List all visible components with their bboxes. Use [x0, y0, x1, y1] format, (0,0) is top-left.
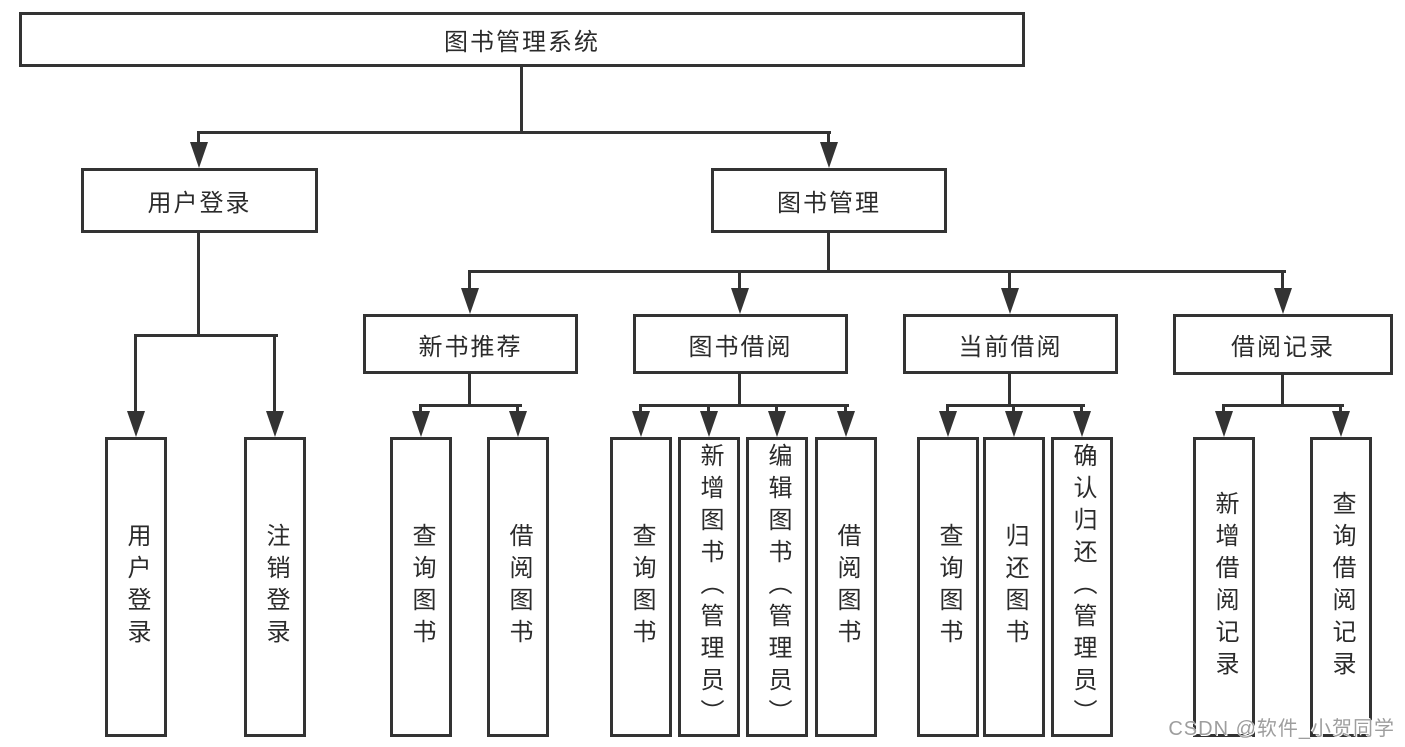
connector-line — [827, 233, 830, 272]
node-book-management: 图书管理 — [711, 168, 947, 233]
connector-line — [197, 233, 200, 336]
connector-line — [844, 404, 847, 413]
leaf-borrow-books-recommend: 借阅图书 — [487, 437, 549, 737]
arrow-down-icon — [731, 288, 749, 314]
connector-line — [197, 131, 831, 134]
connector-line — [1008, 374, 1011, 406]
connector-line — [468, 374, 471, 406]
leaf-query-books-current: 查询图书 — [917, 437, 979, 737]
connector-line — [1222, 404, 1225, 413]
arrow-down-icon — [837, 411, 855, 437]
node-current-borrow: 当前借阅 — [903, 314, 1118, 374]
leaf-confirm-return-admin-label: 确认归还（管理员） — [1069, 443, 1096, 731]
connector-line — [468, 270, 1286, 273]
connector-line — [134, 334, 278, 337]
connector-line — [197, 131, 200, 145]
node-new-book-recommend-label: 新书推荐 — [418, 333, 523, 361]
connector-line — [1281, 270, 1284, 290]
leaf-borrow-books-recommend-label: 借阅图书 — [505, 523, 532, 651]
leaf-query-borrow-record: 查询借阅记录 — [1310, 437, 1372, 737]
connector-line — [1339, 404, 1342, 413]
connector-line — [1222, 404, 1344, 407]
connector-line — [1281, 374, 1284, 406]
node-current-borrow-label: 当前借阅 — [958, 333, 1063, 361]
arrow-down-icon — [266, 411, 284, 437]
arrow-down-icon — [190, 142, 208, 168]
arrow-down-icon — [509, 411, 527, 437]
arrow-down-icon — [768, 411, 786, 437]
arrow-down-icon — [700, 411, 718, 437]
leaf-edit-book-admin-label: 编辑图书（管理员） — [764, 443, 791, 731]
arrow-down-icon — [461, 288, 479, 314]
arrow-down-icon — [1215, 411, 1233, 437]
connector-line — [946, 404, 949, 413]
leaf-logout-label: 注销登录 — [262, 523, 289, 651]
connector-line — [827, 131, 830, 145]
connector-line — [707, 404, 710, 413]
leaf-confirm-return-admin: 确认归还（管理员） — [1051, 437, 1113, 737]
leaf-borrow-book: 借阅图书 — [815, 437, 877, 737]
leaf-query-books-borrow: 查询图书 — [610, 437, 672, 737]
leaf-borrow-book-label: 借阅图书 — [833, 523, 860, 651]
arrow-down-icon — [127, 411, 145, 437]
connector-line — [775, 404, 778, 413]
node-borrow-records-label: 借阅记录 — [1231, 334, 1335, 361]
arrow-down-icon — [1005, 411, 1023, 437]
node-user-login-label: 用户登录 — [147, 190, 252, 217]
leaf-add-book-admin: 新增图书（管理员） — [678, 437, 740, 737]
leaf-user-login-label: 用户登录 — [123, 523, 150, 651]
connector-line — [946, 404, 1085, 407]
node-book-borrow: 图书借阅 — [633, 314, 848, 374]
node-root-label: 图书管理系统 — [444, 29, 600, 56]
arrow-down-icon — [412, 411, 430, 437]
connector-line — [520, 67, 523, 133]
leaf-logout: 注销登录 — [244, 437, 306, 737]
connector-line — [419, 404, 522, 407]
leaf-add-book-admin-label: 新增图书（管理员） — [696, 443, 723, 731]
leaf-add-borrow-record: 新增借阅记录 — [1193, 437, 1255, 737]
leaf-user-login: 用户登录 — [105, 437, 167, 737]
node-root: 图书管理系统 — [19, 12, 1025, 67]
arrow-down-icon — [1001, 288, 1019, 314]
connector-line — [639, 404, 849, 407]
arrow-down-icon — [1073, 411, 1091, 437]
leaf-query-books-recommend-label: 查询图书 — [408, 523, 435, 651]
connector-line — [516, 404, 519, 413]
leaf-add-borrow-record-label: 新增借阅记录 — [1211, 491, 1238, 683]
leaf-query-books-current-label: 查询图书 — [935, 523, 962, 651]
node-user-login: 用户登录 — [81, 168, 318, 233]
node-new-book-recommend: 新书推荐 — [363, 314, 578, 374]
watermark: CSDN @软件_小贺同学 — [1168, 718, 1395, 740]
arrow-down-icon — [939, 411, 957, 437]
leaf-query-books-recommend: 查询图书 — [390, 437, 452, 737]
leaf-return-book: 归还图书 — [983, 437, 1045, 737]
connector-line — [738, 270, 741, 290]
connector-line — [1008, 270, 1011, 290]
connector-line — [419, 404, 422, 413]
connector-line — [134, 334, 137, 414]
leaf-query-borrow-record-label: 查询借阅记录 — [1328, 491, 1355, 683]
node-book-management-label: 图书管理 — [777, 190, 881, 217]
connector-line — [639, 404, 642, 413]
arrow-down-icon — [820, 142, 838, 168]
connector-line — [273, 334, 276, 414]
connector-line — [1012, 404, 1015, 413]
node-borrow-records: 借阅记录 — [1173, 314, 1393, 375]
connector-line — [468, 270, 471, 290]
arrow-down-icon — [1274, 288, 1292, 314]
node-book-borrow-label: 图书借阅 — [688, 333, 793, 361]
connector-line — [738, 374, 741, 406]
connector-line — [1080, 404, 1083, 413]
arrow-down-icon — [632, 411, 650, 437]
leaf-return-book-label: 归还图书 — [1001, 523, 1028, 651]
arrow-down-icon — [1332, 411, 1350, 437]
leaf-edit-book-admin: 编辑图书（管理员） — [746, 437, 808, 737]
leaf-query-books-borrow-label: 查询图书 — [628, 523, 655, 651]
